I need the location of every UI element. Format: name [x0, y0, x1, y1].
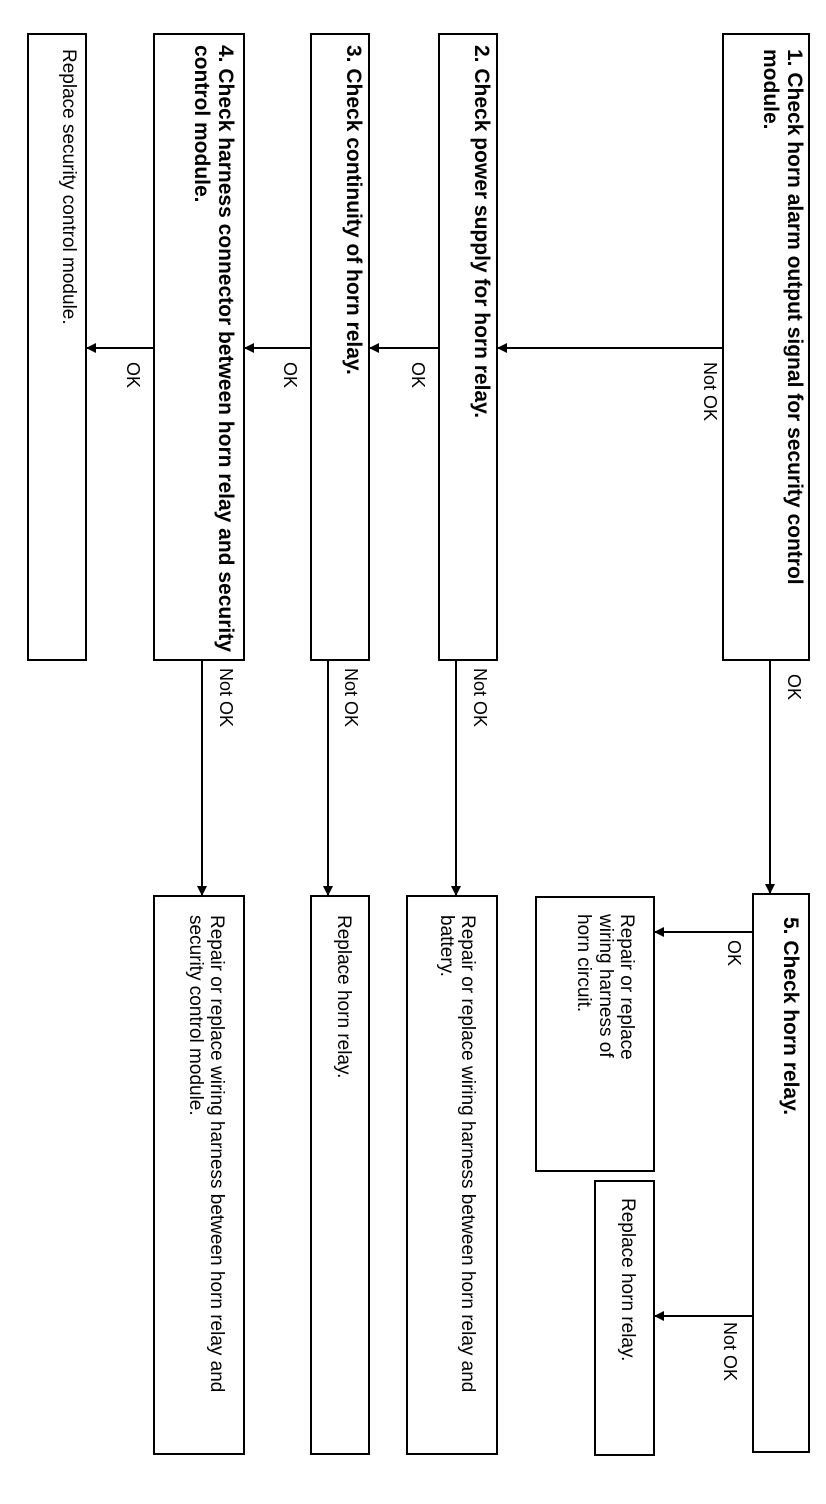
replace-horn-relay-step3-text: Replace horn relay. [333, 915, 354, 1079]
step-2-content: 2. Check power supply for horn relay. [469, 45, 493, 645]
repair-relay-battery-harness-box: Repair or replace wiring harness between… [406, 895, 498, 1455]
repair-horn-circuit-harness-text: Repair or replace wiring harness of horn… [573, 914, 637, 1060]
replace-horn-relay-step5-text: Replace horn relay. [617, 1198, 638, 1362]
repair-horn-circuit-harness-box: Repair or replace wiring harness of horn… [535, 896, 655, 1172]
step-5-text: Check horn relay. [779, 940, 802, 1116]
step-1-number: 1. [783, 49, 806, 67]
step-2-text: Check power supply for horn relay. [470, 68, 493, 419]
repair-relay-scm-harness-box: Repair or replace wiring harness between… [153, 895, 245, 1455]
step-3-content: 3. Check continuity of horn relay. [341, 45, 365, 645]
step-4-content: 4. Check harness connector between horn … [190, 45, 237, 653]
repair-relay-scm-harness-text: Repair or replace wiring harness between… [184, 915, 227, 1393]
replace-horn-relay-step5-box: Replace horn relay. [594, 1180, 655, 1456]
step-1-content: 1. Check horn alarm output signal for se… [759, 45, 806, 655]
step-1-box: 1. Check horn alarm output signal for se… [722, 33, 810, 661]
repair-relay-battery-harness-text: Repair or replace wiring harness between… [435, 915, 478, 1393]
step-3-text: Check continuity of horn relay. [342, 68, 365, 375]
step-2-box: 2. Check power supply for horn relay. [438, 33, 498, 661]
step-5-content: 5. Check horn relay. [778, 917, 802, 1437]
replace-security-control-module-box: Replace security control module. [27, 33, 87, 661]
step-4-text: Check harness connector between horn rel… [190, 45, 237, 652]
step-5-box: 5. Check horn relay. [752, 893, 810, 1453]
replace-security-control-module-text: Replace security control module. [58, 49, 79, 325]
step-3-box: 3. Check continuity of horn relay. [310, 33, 370, 661]
step-4-number: 4. [214, 45, 237, 63]
step-2-number: 2. [470, 45, 493, 63]
step-3-number: 3. [342, 45, 365, 63]
step-4-box: 4. Check harness connector between horn … [153, 33, 245, 661]
replace-horn-relay-step3-box: Replace horn relay. [310, 895, 370, 1455]
step-1-text: Check horn alarm output signal for secur… [759, 49, 806, 585]
step-5-number: 5. [779, 917, 802, 935]
